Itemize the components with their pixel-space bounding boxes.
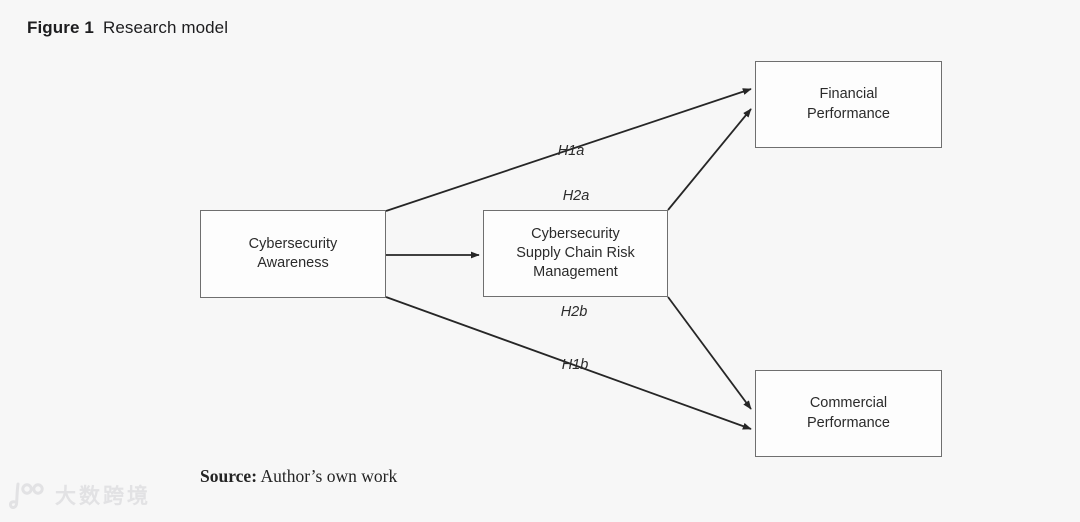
node-commercial-performance: Commercial Performance [755,370,942,457]
node-financial-performance: Financial Performance [755,61,942,148]
watermark-text: 大数跨境 [55,484,151,508]
edge-h1a-line [385,88,752,212]
edge-label-h1a: H1a [557,143,585,159]
edge-label-h2b: H2b [560,304,588,320]
figure-caption: Figure 1 Research model [27,18,228,38]
source-label: Source: [200,466,258,486]
figure-label: Figure 1 [27,18,94,37]
figure-title: Research model [102,18,229,37]
watermark: 大数跨境 [8,481,151,511]
edge-h2b-line [667,296,752,410]
watermark-logo-icon [8,482,44,509]
node-cybersecurity-supply-chain-risk-management: Cybersecurity Supply Chain Risk Manageme… [483,210,668,297]
edge-h2a-line [667,108,752,211]
edge-h1b-line [385,296,752,430]
source-line: Source: Author’s own work [200,466,397,487]
edge-label-h1b: H1b [561,357,589,373]
node-cybersecurity-awareness: Cybersecurity Awareness [200,210,386,298]
edge-label-h2a: H2a [562,188,590,204]
source-text: Author’s own work [257,466,398,486]
